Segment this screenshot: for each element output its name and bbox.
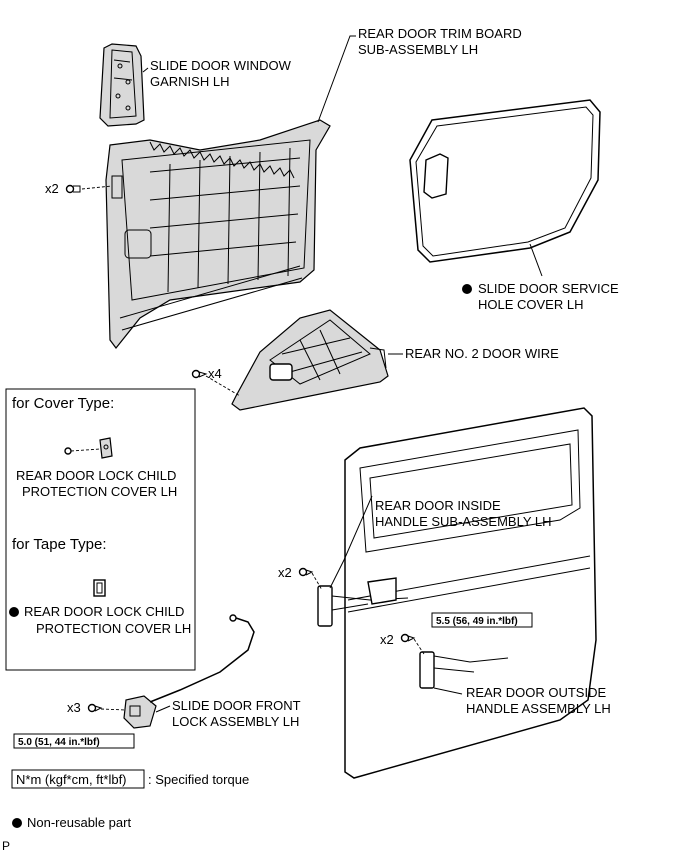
footer-code: P (2, 839, 10, 853)
window-garnish-part (99, 43, 145, 127)
cover-type-part-icon (64, 437, 113, 459)
outside-handle-torque: 5.5 (56, 49 in.*lbf) (436, 616, 518, 627)
tape-type-part-icon (93, 579, 106, 597)
front-lock-label-1: SLIDE DOOR FRONT (172, 698, 301, 713)
tape-type-label-2: PROTECTION COVER LH (36, 621, 191, 636)
cover-type-label-1: REAR DOOR LOCK CHILD (16, 468, 176, 483)
lock-screw-icon (87, 703, 103, 713)
outside-handle-bolt-icon (400, 633, 416, 643)
trim-board-label-2: SUB-ASSEMBLY LH (358, 42, 478, 57)
outside-handle-part (419, 651, 509, 689)
front-lock-torque-box (13, 733, 135, 749)
tape-type-title: for Tape Type: (12, 536, 107, 553)
front-lock-label-2: LOCK ASSEMBLY LH (172, 714, 299, 729)
outside-handle-label-1: REAR DOOR OUTSIDE (466, 685, 606, 700)
inside-handle-bolts-qty: x2 (278, 565, 292, 580)
trim-board-label-1: REAR DOOR TRIM BOARD (358, 26, 522, 41)
legend-non-reusable-mark-icon (12, 818, 22, 828)
window-garnish-label-1: SLIDE DOOR WINDOW (150, 58, 292, 73)
torque-legend-box (11, 769, 145, 789)
wire-screw-icon (191, 369, 208, 379)
service-hole-cover-label-1: SLIDE DOOR SERVICE (478, 281, 619, 296)
service-hole-cover-part (409, 99, 601, 263)
inside-handle-bolt-icon (298, 567, 314, 577)
non-reusable-mark-icon (462, 284, 472, 294)
service-hole-cover-label-2: HOLE COVER LH (478, 297, 583, 312)
window-garnish-label-2: GARNISH LH (150, 74, 229, 89)
cover-type-label-2: PROTECTION COVER LH (22, 484, 177, 499)
door-wire-label: REAR NO. 2 DOOR WIRE (405, 346, 559, 361)
outside-handle-label-2: HANDLE ASSEMBLY LH (466, 701, 611, 716)
wire-screws-qty: x4 (208, 366, 222, 381)
front-lock-torque: 5.0 (51, 44 in.*lbf) (18, 737, 100, 748)
trim-clip-qty: x2 (45, 181, 59, 196)
lock-screws-qty: x3 (67, 700, 81, 715)
cover-type-title: for Cover Type: (12, 395, 114, 412)
tape-non-reusable-mark-icon (9, 607, 19, 617)
non-reusable-legend: Non-reusable part (27, 815, 131, 830)
variant-inset-box (5, 388, 196, 671)
inside-handle-label-2: HANDLE SUB-ASSEMBLY LH (375, 514, 552, 529)
outside-handle-bolts-qty: x2 (380, 632, 394, 647)
outside-handle-torque-box (431, 612, 533, 628)
slide-door-outline (344, 407, 597, 779)
inside-handle-part (317, 577, 409, 627)
inside-handle-label-1: REAR DOOR INSIDE (375, 498, 501, 513)
torque-legend-units: N*m (kgf*cm, ft*lbf) (16, 772, 127, 787)
door-wire-part (231, 309, 389, 411)
front-lock-part (123, 614, 255, 729)
trim-clip-icon (65, 184, 81, 194)
torque-legend-desc: : Specified torque (148, 772, 249, 787)
tape-type-label-1: REAR DOOR LOCK CHILD (24, 604, 184, 619)
trim-board-part (105, 119, 331, 349)
